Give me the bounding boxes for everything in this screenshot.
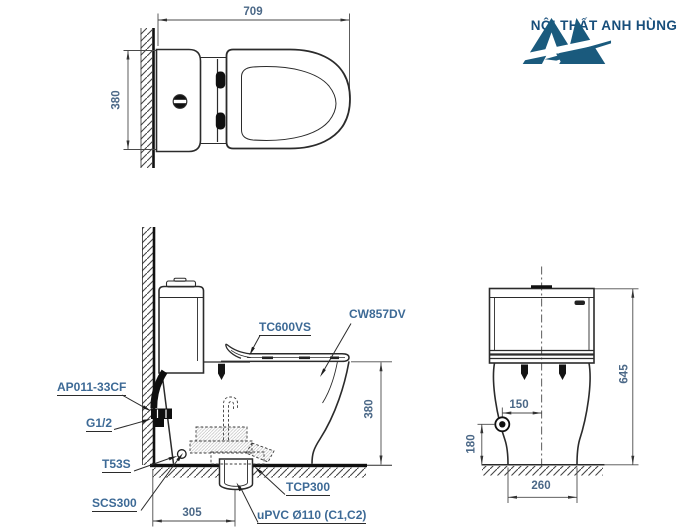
mountain-AH-monogram-icon	[516, 17, 612, 65]
dim-180: 180	[465, 434, 478, 454]
label-bowl: CW857DV	[349, 307, 406, 321]
brand-name: NỘI THẤT ANH HÙNG	[530, 18, 678, 33]
bowl-rear-profile	[161, 372, 175, 464]
seat-hinge-bolt	[215, 71, 226, 89]
wall-hatch-top	[140, 28, 155, 168]
dim-150: 150	[509, 399, 529, 411]
front-view	[477, 266, 639, 503]
dim-260: 260	[531, 480, 551, 492]
label-seat: TC600VS	[259, 320, 312, 336]
label-wall-fitting: G1/2	[86, 416, 113, 432]
tank-top-view	[155, 48, 202, 153]
label-supply-hose: AP011-33CF	[57, 380, 127, 396]
dim-709-lines	[157, 13, 350, 96]
label-floor-flange: TCP300	[286, 480, 331, 496]
seat-hinge-bolt	[215, 112, 226, 130]
body-left	[492, 362, 509, 465]
tank-side-view	[158, 285, 205, 374]
label-bolt-cap: T53S	[102, 457, 131, 473]
dim-645: 645	[618, 364, 631, 384]
floor-hatch-front	[482, 466, 603, 476]
tank-button	[574, 300, 585, 305]
body-right	[576, 362, 591, 465]
wall-fitting	[151, 408, 172, 419]
flush-button-top	[172, 94, 188, 109]
brand-logo: NỘI THẤT ANH HÙNG	[516, 16, 692, 65]
wall-hatch-side	[142, 227, 156, 465]
drain-pipe	[218, 458, 254, 491]
seat-inner-oval	[241, 66, 337, 141]
bolt-cap	[176, 449, 187, 459]
seat-bolt-side	[218, 363, 225, 380]
seat-side-view	[221, 343, 350, 363]
side-view	[113, 227, 392, 527]
dim-709: 709	[243, 6, 263, 18]
bowl-front-profile	[311, 361, 350, 464]
label-drain-pipe: uPVC Ø110 (C1,C2)	[257, 508, 367, 524]
dim-380-top: 380	[110, 90, 123, 110]
supply-hose	[150, 369, 168, 409]
label-drain-socket: SCS300	[92, 496, 137, 512]
dim-380-top-lines	[123, 50, 156, 150]
tank-front-view	[488, 287, 595, 364]
drain-assembly	[189, 396, 275, 463]
dim-380-side: 380	[363, 399, 376, 419]
seat-lid-top-view	[225, 48, 351, 150]
dim-305: 305	[182, 507, 202, 519]
top-view	[123, 13, 351, 168]
